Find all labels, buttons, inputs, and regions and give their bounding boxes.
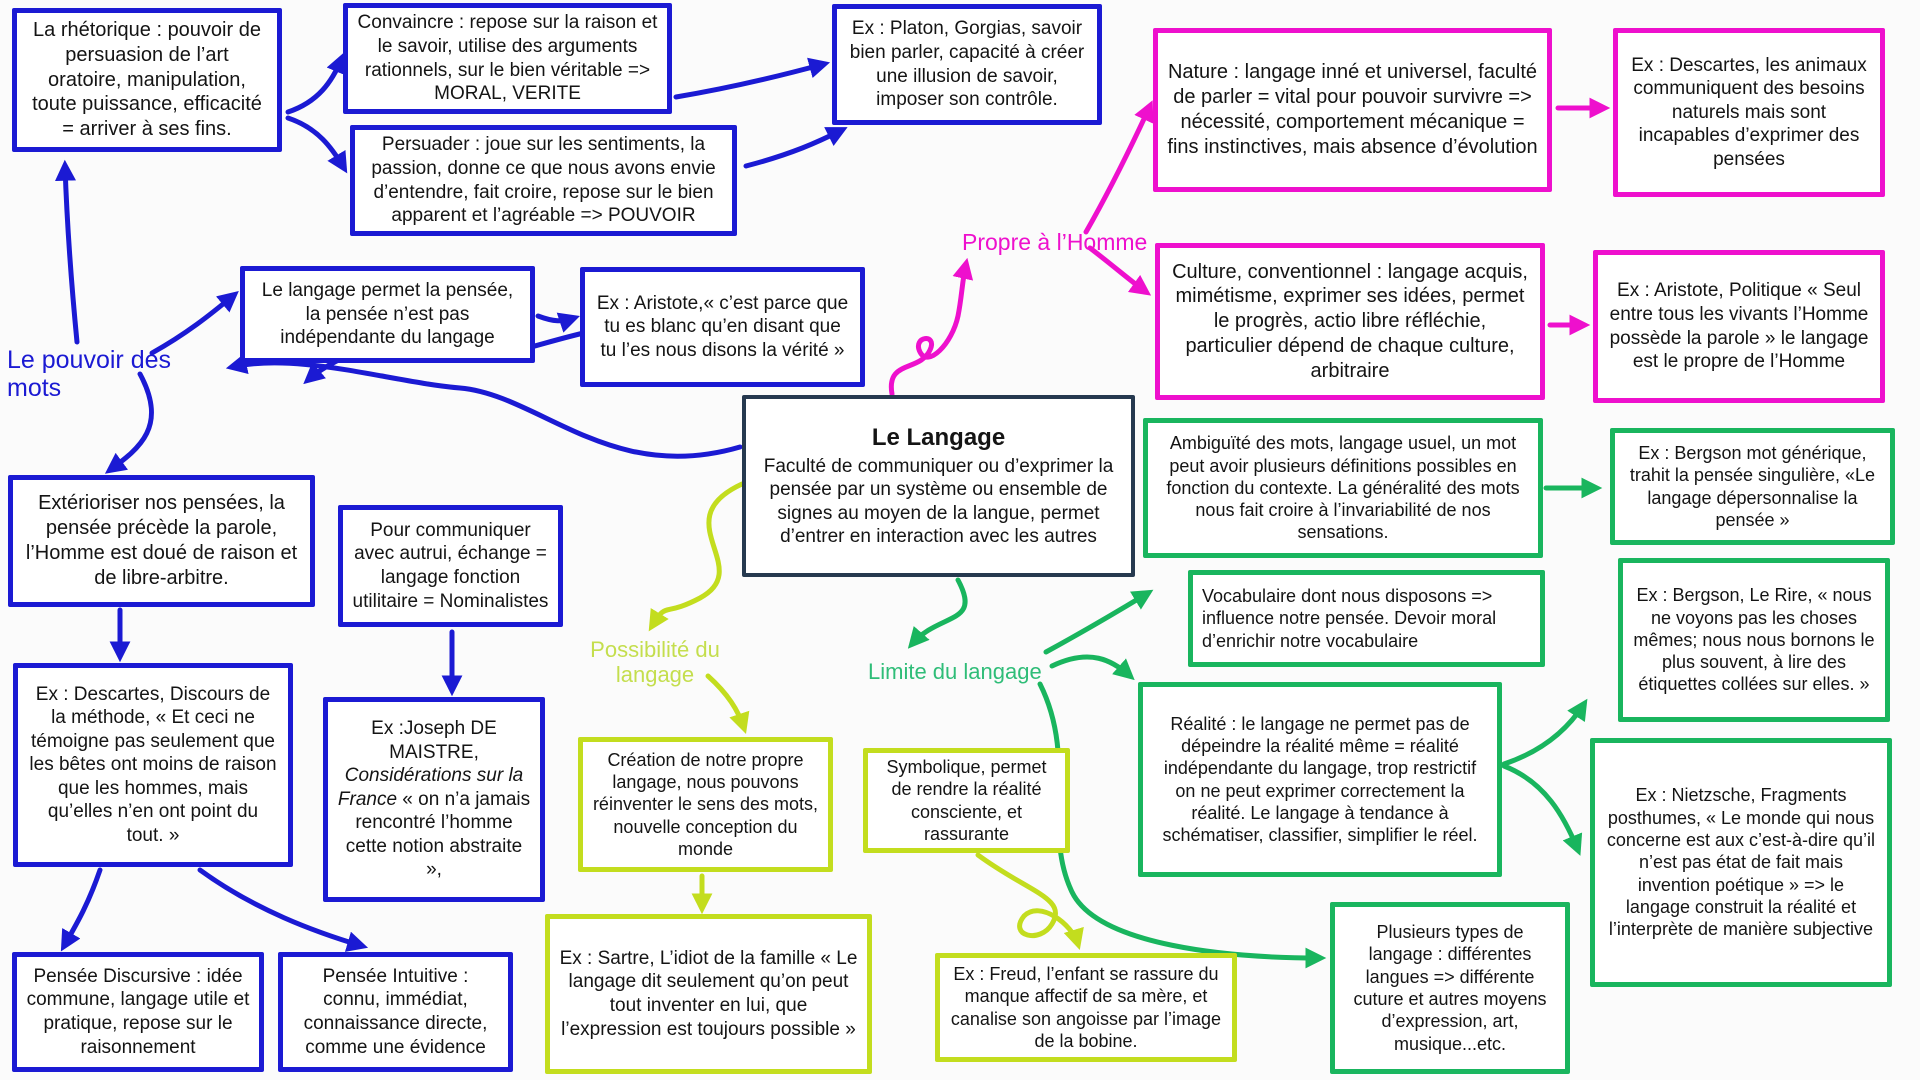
maistre-post: « on n’a jamais rencontré l’homme cette … bbox=[345, 788, 531, 881]
node-plusieurs-types: Plusieurs types de langage : différentes… bbox=[1330, 902, 1570, 1074]
node-center-le-langage: Le Langage Faculté de communiquer ou d’e… bbox=[742, 395, 1135, 577]
maistre-pre: Ex :Joseph DE MAISTRE, bbox=[371, 718, 497, 763]
node-persuader: Persuader : joue sur les sentiments, la … bbox=[350, 125, 737, 236]
node-creation-langage: Création de notre propre langage, nous p… bbox=[578, 737, 833, 872]
node-pour-communiquer: Pour communiquer avec autrui, échange = … bbox=[338, 505, 563, 627]
maistre-title-italic: Considérations sur la France bbox=[337, 765, 524, 810]
node-ex-platon: Ex : Platon, Gorgias, savoir bien parler… bbox=[832, 4, 1102, 125]
node-realite: Réalité : le langage ne permet pas de dé… bbox=[1138, 682, 1502, 877]
center-title: Le Langage bbox=[871, 424, 1006, 452]
node-vocabulaire: Vocabulaire dont nous disposons => influ… bbox=[1188, 570, 1545, 667]
node-rhetorique: La rhétorique : pouvoir de persuasion de… bbox=[12, 8, 282, 152]
node-ex-bergson-le-rire: Ex : Bergson, Le Rire, « nous ne voyons … bbox=[1618, 558, 1890, 722]
branch-label-possibilite: Possibilité du langage bbox=[590, 637, 720, 687]
node-nature: Nature : langage inné et universel, facu… bbox=[1153, 28, 1552, 192]
node-convaincre: Convaincre : repose sur la raison et le … bbox=[343, 3, 672, 114]
node-ex-descartes-discours: Ex : Descartes, Discours de la méthode, … bbox=[13, 663, 293, 867]
node-ex-bergson-generique: Ex : Bergson mot générique, trahit la pe… bbox=[1610, 428, 1895, 545]
branch-label-propre-homme: Propre à l’Homme bbox=[962, 229, 1148, 255]
node-ex-joseph-de-maistre: Ex :Joseph DE MAISTRE, Considérations su… bbox=[323, 697, 545, 902]
node-langage-permet-pensee: Le langage permet la pensée, la pensée n… bbox=[240, 266, 535, 363]
node-culture: Culture, conventionnel : langage acquis,… bbox=[1155, 243, 1545, 400]
node-ex-freud: Ex : Freud, l’enfant se rassure du manqu… bbox=[935, 953, 1237, 1062]
node-ex-nietzsche: Ex : Nietzsche, Fragments posthumes, « L… bbox=[1590, 738, 1892, 987]
node-pensee-intuitive: Pensée Intuitive : connu, immédiat, conn… bbox=[278, 952, 513, 1072]
node-ex-aristote-politique: Ex : Aristote, Politique « Seul entre to… bbox=[1593, 250, 1885, 403]
node-ex-aristote-blanc: Ex : Aristote,« c’est parce que tu es bl… bbox=[580, 267, 865, 387]
node-ambiguite-mots: Ambiguïté des mots, langage usuel, un mo… bbox=[1143, 418, 1543, 558]
node-ex-descartes-animaux: Ex : Descartes, les animaux communiquent… bbox=[1613, 28, 1885, 197]
node-ex-sartre: Ex : Sartre, L’idiot de la famille « Le … bbox=[545, 914, 872, 1074]
node-pensee-discursive: Pensée Discursive : idée commune, langag… bbox=[12, 952, 264, 1072]
node-symbolique: Symbolique, permet de rendre la réalité … bbox=[863, 748, 1070, 853]
center-definition: Faculté de communiquer ou d’exprimer la … bbox=[763, 455, 1114, 548]
node-exterioriser-pensees: Extérioriser nos pensées, la pensée préc… bbox=[8, 475, 315, 607]
branch-label-pouvoir-des-mots: Le pouvoir des mots bbox=[7, 346, 172, 402]
branch-label-limite: Limite du langage bbox=[868, 659, 1042, 684]
